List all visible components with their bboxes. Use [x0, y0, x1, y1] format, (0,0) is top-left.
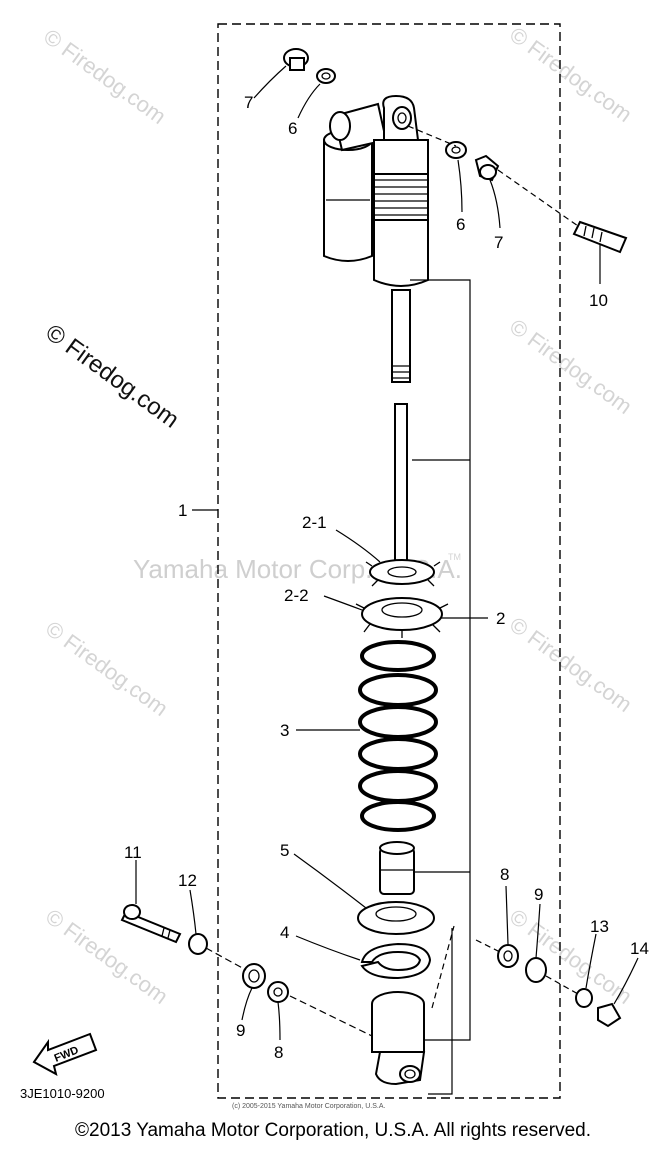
label-8-left: 8 [274, 1043, 283, 1062]
group-bracket-lower [428, 928, 453, 1095]
label-11: 11 [124, 843, 142, 862]
label-14: 14 [630, 939, 649, 958]
label-13: 13 [590, 917, 609, 936]
piston-rod [394, 403, 408, 565]
bump-stop [379, 841, 415, 895]
label-2-2: 2-2 [284, 586, 309, 605]
bottom-right-hardware [431, 925, 622, 1028]
label-6-top: 6 [288, 119, 297, 138]
spring-adjuster [355, 597, 449, 638]
label-7-right: 7 [494, 233, 503, 252]
watermark-tm: TM [448, 552, 461, 562]
label-9-left: 9 [236, 1021, 245, 1040]
watermark-low-left: © Firedog.com [41, 616, 173, 721]
watermark-top-left: © Firedog.com [39, 24, 171, 129]
top-hardware [283, 48, 628, 254]
watermark-bottom-right: © Firedog.com [505, 904, 637, 1009]
label-1: 1 [178, 501, 187, 520]
small-copyright: (c) 2005-2015 Yamaha Motor Corporation, … [232, 1103, 385, 1110]
label-12: 12 [178, 871, 197, 890]
label-6-right: 6 [456, 215, 465, 234]
coil-spring [358, 640, 438, 832]
watermark-bottom-left: © Firedog.com [41, 904, 173, 1009]
fwd-arrow-icon: FWD [32, 1032, 98, 1076]
label-8-right: 8 [500, 865, 509, 884]
label-4: 4 [280, 923, 289, 942]
spring-seat [357, 901, 435, 935]
label-leaders [135, 65, 639, 1041]
bottom-left-hardware [120, 904, 373, 1037]
label-2-1: 2-1 [302, 513, 327, 532]
label-10: 10 [589, 291, 608, 310]
group-bracket-upper [410, 279, 471, 1041]
spring-stopper [360, 942, 432, 980]
watermark-mid-right: © Firedog.com [505, 314, 637, 419]
label-2: 2 [496, 609, 505, 628]
label-3: 3 [280, 721, 289, 740]
assembly-boundary [217, 23, 561, 1099]
watermark-top-right: © Firedog.com [505, 22, 637, 127]
watermark-low-right: © Firedog.com [505, 612, 637, 717]
lower-clevis [371, 991, 426, 1086]
watermark-mid-left: © Firedog.com [40, 319, 183, 434]
part-labels: 7 6 6 7 10 1 2-1 2-2 2 3 5 4 11 12 9 8 8… [124, 93, 649, 1062]
label-9-right: 9 [534, 885, 543, 904]
shock-reservoir [323, 102, 388, 262]
label-5: 5 [280, 841, 289, 860]
label-7-top: 7 [244, 93, 253, 112]
copyright-footer: ©2013 Yamaha Motor Corporation, U.S.A. A… [75, 1120, 591, 1141]
diagram-code: 3JE1010-9200 [20, 1086, 105, 1101]
spring-locknut [365, 559, 441, 587]
